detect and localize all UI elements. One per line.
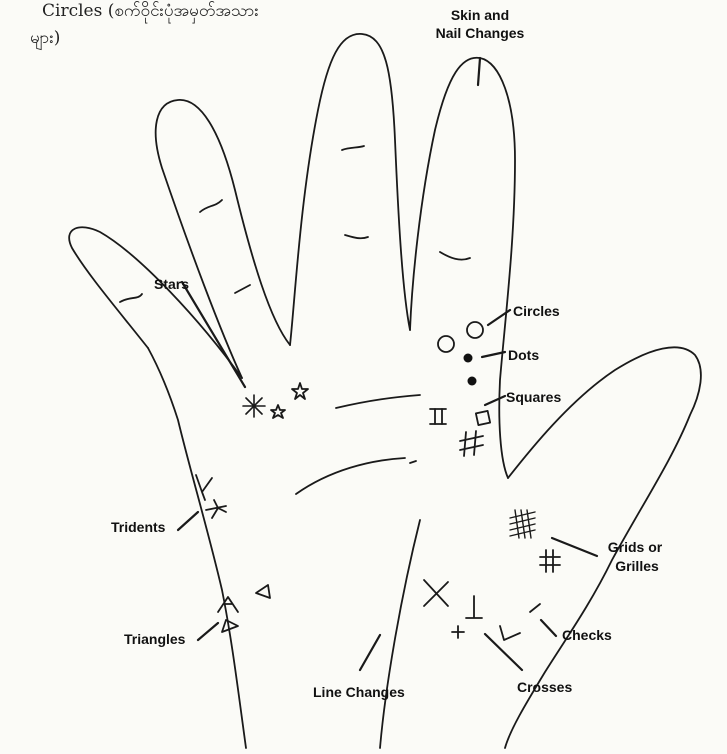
skin-mark (120, 294, 142, 302)
skin-mark (345, 235, 368, 238)
trident-mark (206, 500, 226, 518)
caption-line-1: Circles (စက်ဝိုင်းပုံအမှတ်အသား (42, 0, 382, 23)
leader-squares (485, 396, 505, 405)
check-mark (500, 626, 520, 640)
leader-checks (541, 620, 556, 636)
dot-mark (468, 377, 477, 386)
checks-label: Checks (562, 627, 612, 643)
heart-line (336, 395, 420, 408)
skin-mark (342, 146, 364, 150)
leader-stars (182, 282, 245, 387)
caption-line-2: များ) (30, 27, 382, 50)
star-asterisk-icon (243, 395, 265, 417)
triangle-mark (256, 585, 270, 598)
grid-mark (540, 550, 560, 572)
middle-finger-outline (290, 34, 410, 345)
square-mark (430, 409, 446, 424)
circle-mark (438, 336, 454, 352)
stars-label: Stars (154, 276, 189, 292)
star-icon (292, 383, 308, 399)
square-mark (476, 411, 490, 425)
index-finger-outline (410, 58, 515, 478)
line-changes-label: Line Changes (313, 684, 405, 700)
squares-label: Squares (506, 389, 561, 405)
triangles-label: Triangles (124, 631, 186, 647)
crosses-label: Crosses (517, 679, 572, 695)
head-line (296, 458, 405, 494)
tridents-label: Tridents (111, 519, 166, 535)
dots-label: Dots (508, 347, 539, 363)
hand-left-edge (148, 348, 246, 748)
star-icon (271, 405, 285, 418)
crease-short (410, 461, 416, 463)
thumb-crease (380, 520, 420, 748)
check-mark (530, 604, 540, 612)
caption: Circles (စက်ဝိုင်းပုံအမှတ်အသား များ) (42, 0, 382, 50)
skin-mark (200, 200, 222, 212)
cross-mark (424, 580, 448, 606)
skin-mark (440, 252, 470, 260)
leader-tridents (178, 512, 198, 530)
square-mark (460, 431, 483, 456)
circle-mark (467, 322, 483, 338)
leader-grids (552, 538, 597, 556)
skin-nail-label-line-2: Nail Changes (436, 25, 525, 41)
skin-mark (235, 285, 250, 293)
cross-mark (452, 626, 464, 638)
grids-label-line-2: Grilles (615, 558, 659, 574)
grids-label-line-1: Grids or (608, 539, 663, 555)
circles-label: Circles (513, 303, 560, 319)
leader-skin-nail (478, 58, 480, 85)
leader-line-changes (360, 635, 380, 670)
triangle-mark (218, 597, 238, 612)
cross-mark (466, 596, 482, 618)
little-finger-outline (69, 227, 242, 378)
dot-mark (464, 354, 473, 363)
ring-finger-outline (156, 100, 290, 378)
leader-circles (488, 310, 510, 325)
skin-nail-label-line-1: Skin and (451, 7, 509, 23)
leader-triangles (198, 623, 218, 640)
grid-mark (510, 510, 535, 538)
